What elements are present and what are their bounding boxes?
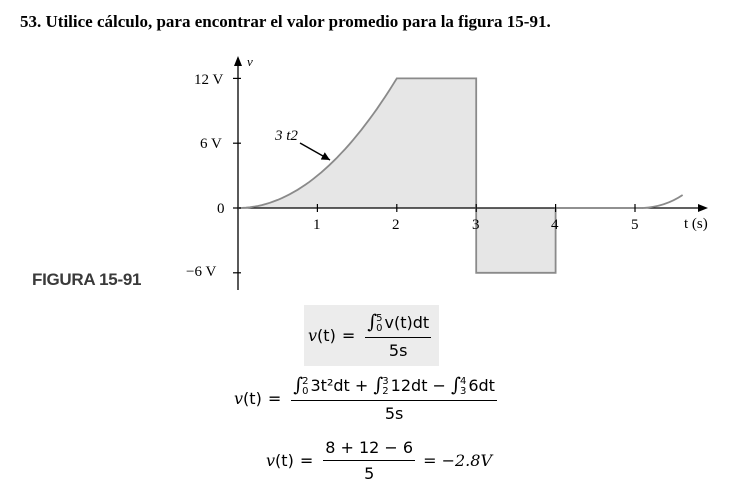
y-axis-arrow xyxy=(234,56,242,66)
eq3-result: = −2.8V xyxy=(423,451,492,470)
y-tick-label-6: 6 V xyxy=(200,136,222,152)
eq1-lhs-arg: (t) xyxy=(317,325,336,345)
eq2-t3-lower: 3 xyxy=(459,385,467,397)
curve-annotation: 3 t2 xyxy=(274,128,298,144)
eq1-upper: 5 xyxy=(376,312,383,324)
eq2-term1: 3t²dt + xyxy=(310,376,369,395)
eq2-term3: 6dt xyxy=(468,376,495,395)
annotation-arrow xyxy=(299,142,331,161)
eq2-lhs-arg: (t) xyxy=(243,388,262,408)
eq2-t1-lower: 0 xyxy=(302,385,309,397)
x-tick-label-5: 5 xyxy=(631,217,639,233)
eq1-lhs-fn: v xyxy=(308,325,318,345)
waveform-tail xyxy=(642,194,684,209)
eq3-lhs-arg: (t) xyxy=(275,451,294,470)
equation-3: v(t) = 8 + 12 − 6 5 = −2.8V xyxy=(266,438,492,483)
eq2-t1-upper: 2 xyxy=(302,375,309,387)
eq3-fraction: 8 + 12 − 6 5 xyxy=(323,438,416,483)
eq2-term2: 12dt − xyxy=(390,376,446,395)
y-tick-label-neg6: −6 V xyxy=(186,264,216,280)
eq2-denominator: 5s xyxy=(384,403,404,423)
eq2-lhs-fn: v xyxy=(234,388,244,408)
eq2-t3-upper: 4 xyxy=(459,375,467,387)
negative-shaded-area xyxy=(476,208,556,273)
x-tick-label-1: 1 xyxy=(313,217,321,233)
figure-label: FIGURA 15-91 xyxy=(32,270,142,289)
eq3-numerator: 8 + 12 − 6 xyxy=(323,438,416,461)
eq1-lower: 0 xyxy=(376,322,383,334)
eq1-integrand: v(t)dt xyxy=(384,313,430,332)
eq3-lhs-fn: v xyxy=(266,451,276,470)
eq3-denominator: 5 xyxy=(364,464,375,483)
waveform-chart: v t (s) 12 V 6 V 0 −6 V 1 2 3 4 5 3 t2 xyxy=(186,54,708,290)
x-tick-label-3: 3 xyxy=(472,217,480,233)
x-axis-arrow xyxy=(698,204,708,212)
y-tick-label-12: 12 V xyxy=(194,72,223,88)
x-axis-label: t (s) xyxy=(684,216,708,232)
waveform-line xyxy=(237,77,643,274)
y-tick-label-0: 0 xyxy=(217,201,225,217)
x-tick-label-2: 2 xyxy=(392,217,400,233)
eq2-t2-upper: 3 xyxy=(382,375,389,387)
eq1-denominator: 5s xyxy=(388,340,408,360)
eq2-t2-lower: 2 xyxy=(382,385,389,397)
problem-statement: 53. Utilice cálculo, para encontrar el v… xyxy=(20,12,551,31)
positive-shaded-area xyxy=(238,78,477,209)
x-tick-label-4: 4 xyxy=(551,217,559,233)
y-axis-label: v xyxy=(247,54,253,69)
